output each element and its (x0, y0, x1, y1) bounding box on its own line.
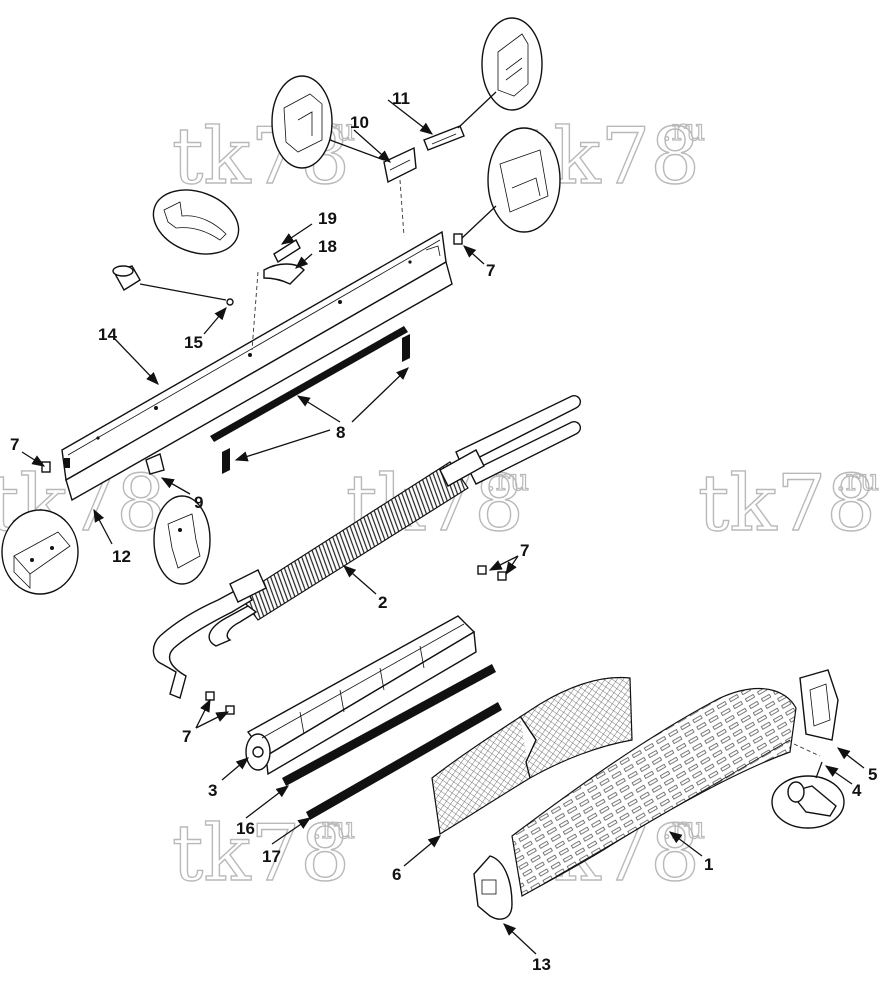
blower-wheel (245, 615, 477, 776)
detail-screw-15 (112, 265, 141, 291)
mounting-rail (61, 230, 453, 502)
svg-text:.ru: .ru (836, 463, 879, 498)
callout-7-low: 7 (182, 727, 191, 746)
leader-bubble-11 (457, 91, 497, 129)
callout-16: 16 (236, 819, 255, 838)
callout-17: 17 (262, 847, 281, 866)
evaporator-coil (152, 395, 582, 699)
leader-fastener-4 (815, 761, 823, 779)
bracket-18 (263, 263, 305, 285)
clip-10 (383, 146, 417, 184)
detail-bubble-bracket-12 (1, 509, 79, 595)
leader-bubble-7 (461, 205, 497, 239)
callout-15: 15 (184, 333, 203, 352)
clip-11 (423, 125, 465, 151)
front-grille (511, 687, 797, 897)
callout-14: 14 (98, 325, 117, 344)
svg-text:.ru: .ru (662, 113, 705, 148)
callout-3: 3 (208, 781, 217, 800)
callout-7-left: 7 (10, 435, 19, 454)
callout-7-top: 7 (486, 261, 495, 280)
leader-bubble-10 (329, 139, 385, 161)
detail-bubble-clip-7 (487, 127, 561, 233)
air-filter (431, 676, 633, 835)
watermark-mid-right: tk78 .ru (697, 458, 880, 549)
callout-9: 9 (194, 493, 203, 512)
callout-5: 5 (868, 765, 877, 784)
watermark-bottom-left: tk78 .ru (171, 808, 356, 899)
callout-7-mid: 7 (520, 541, 529, 560)
clip-7-top (453, 233, 463, 245)
callout-8: 8 (336, 423, 345, 442)
callout-6: 6 (392, 865, 401, 884)
clip-7-mid-a (477, 565, 487, 575)
detail-bubble-clip-10 (271, 75, 333, 169)
fitting-9 (145, 453, 165, 475)
leader-screw-15 (139, 283, 227, 301)
callout-18: 18 (318, 237, 337, 256)
svg-text:.ru: .ru (662, 811, 705, 846)
screw-15 (226, 298, 234, 306)
callout-4: 4 (852, 781, 862, 800)
svg-text:tk78: tk78 (172, 809, 350, 899)
detail-bubble-bracket-18 (152, 189, 240, 255)
clip-7-low-b (225, 705, 235, 715)
detail-bubble-fastener-4 (771, 775, 845, 829)
callout-10: 10 (350, 113, 369, 132)
detail-bubble-clip-11 (481, 17, 543, 111)
clip-7-left (41, 461, 51, 473)
clip-7-low-a (205, 691, 215, 701)
seal-17 (306, 702, 502, 820)
callout-2: 2 (378, 593, 387, 612)
alignment-line-4 (793, 743, 821, 757)
callout-1: 1 (704, 855, 713, 874)
end-cap-left (473, 855, 513, 920)
callout-12: 12 (112, 547, 131, 566)
end-cap-right (799, 669, 839, 741)
svg-text:.ru: .ru (312, 811, 355, 846)
svg-text:tk78: tk78 (698, 459, 876, 549)
callout-19: 19 (318, 209, 337, 228)
callout-11: 11 (392, 89, 410, 108)
alignment-line-10 (399, 179, 405, 237)
seal-strips-8 (210, 326, 410, 474)
detail-bubble-bracket-9 (153, 495, 211, 585)
clip-7-mid-b (497, 571, 507, 581)
callout-13: 13 (532, 955, 551, 974)
leader-lines (21, 99, 865, 955)
seal-16 (282, 664, 496, 786)
clip-19 (273, 238, 301, 264)
alignment-line-18 (251, 271, 259, 351)
